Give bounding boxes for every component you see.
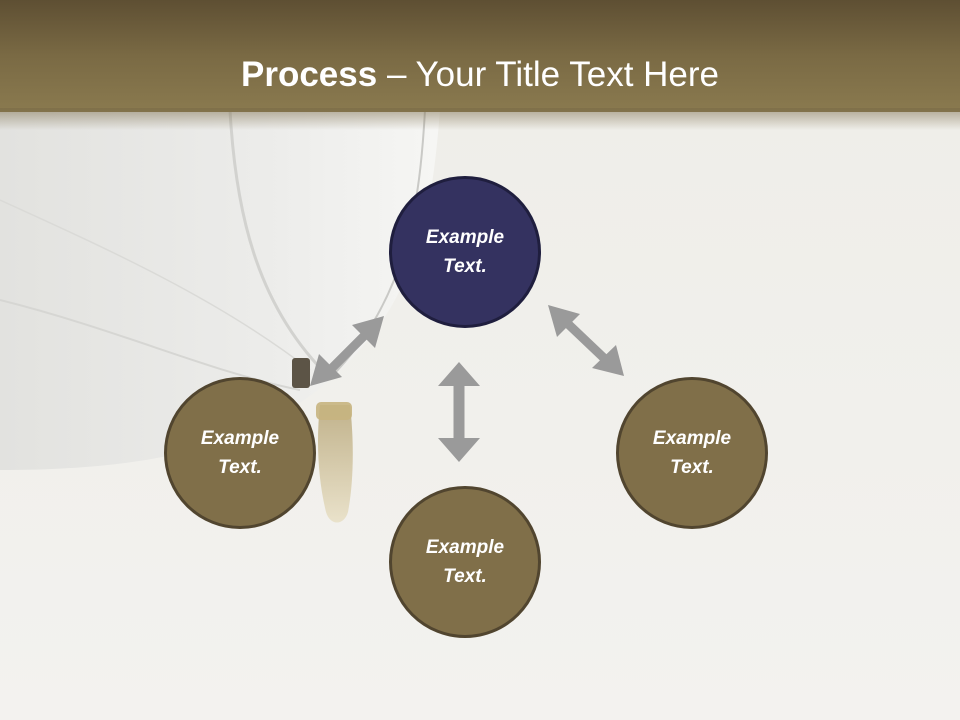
title-bar — [0, 0, 960, 112]
title-bold: Process — [241, 55, 378, 94]
node-label: Example Text. — [652, 428, 732, 478]
slide-title: Process – Your Title Text Here — [0, 54, 960, 96]
process-node-left: Example Text. — [164, 377, 316, 529]
node-label: Example Text. — [425, 537, 505, 587]
process-node-right: Example Text. — [616, 377, 768, 529]
arrow-top-to-right — [548, 305, 624, 376]
arrow-top-to-bottom — [438, 362, 480, 462]
process-node-top: Example Text. — [389, 176, 541, 328]
node-label: Example Text. — [200, 428, 280, 478]
node-label: Example Text. — [425, 227, 505, 277]
arrow-top-to-left — [310, 316, 384, 386]
title-bar-shadow — [0, 108, 960, 130]
title-rest: – Your Title Text Here — [377, 55, 719, 94]
process-node-bottom: Example Text. — [389, 486, 541, 638]
